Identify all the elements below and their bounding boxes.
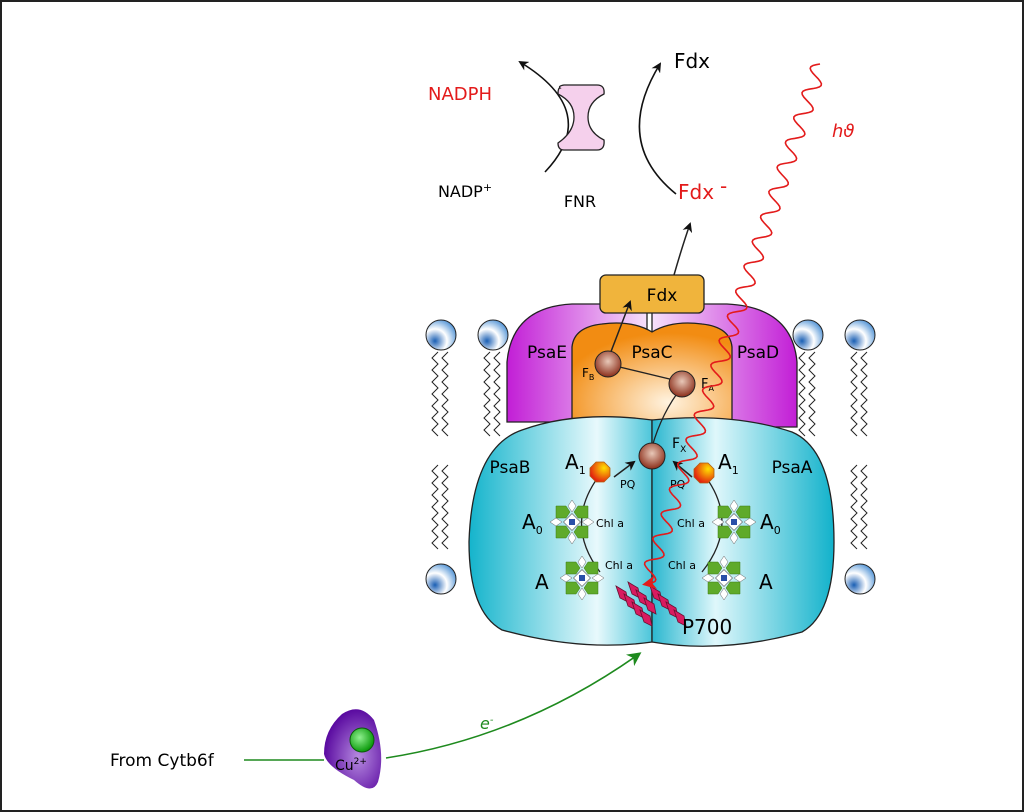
pq-left-icon [589,461,611,483]
a1-right-label: A1 [718,450,739,477]
plastocyanin-icon [324,709,382,789]
a1-left-label: A1 [565,450,586,477]
fdx-reduced-label: Fdx- [678,174,727,204]
lipid-head-icon [477,319,509,351]
p700-icon [615,581,687,627]
chl-a-left-icon [559,555,605,601]
chl-a0-right-label: Chl a [677,517,705,530]
lipid-head-icon [844,319,876,351]
chl-a0-right-icon [711,499,757,545]
fa-label: FA [701,377,714,393]
nadph-label: NADPH [428,84,492,105]
a-right-label: A [759,570,773,594]
light-photon-wave [642,63,823,590]
arrow-a1-fx-left [613,460,636,478]
chl-a0-left-icon [549,499,595,545]
psac-subunit [571,322,733,423]
fx-label: FX [672,436,686,455]
copper-label: Cu2+ [335,757,367,774]
electron-label: e- [480,714,494,733]
lipid-bilayer-right [792,319,876,595]
psad-label: PsaD [737,343,779,363]
psaa-label: PsaA [772,458,813,478]
psae-label: PsaE [527,343,567,363]
fnr-label: FNR [564,192,596,211]
chl-a-right-icon [701,555,747,601]
chl-a-right-label: Chl a [668,559,696,572]
lipid-head-icon [425,563,457,595]
arrow-a1-fx-right [672,460,693,478]
a0-right-label: A0 [760,510,781,537]
fdx-box-label: Fdx [647,286,678,306]
psac-label: PsaC [631,343,672,363]
fdx-oxidized-label: Fdx [674,49,710,73]
chl-a0-left-label: Chl a [596,517,624,530]
arrow-nadp-to-nadph [518,60,570,173]
chl-a-left-label: Chl a [605,559,633,572]
lipid-head-icon [425,319,457,351]
fb-label: FB [582,366,594,382]
pq-right-icon [693,462,715,484]
arrow-fdx-red-to-ox [638,62,677,195]
fa-cluster-icon [668,370,696,398]
arrow-fdx-release [673,222,693,276]
a0-left-label: A0 [522,510,543,537]
psab-label: PsaB [490,458,531,478]
p700-label: P700 [682,615,732,639]
light-label: hϑ [832,121,855,142]
copper-ion-icon [349,727,375,753]
pq-left-label: PQ [620,478,636,491]
nadp-label: NADP+ [438,181,492,201]
fb-cluster-icon [594,350,622,378]
lipid-bilayer-left [425,319,509,595]
fx-cluster-icon [638,442,666,470]
a-left-label: A [535,570,549,594]
lipid-head-icon [792,319,824,351]
fnr-enzyme-icon [557,84,605,151]
from-cytb6f-label: From Cytb6f [110,751,215,771]
lipid-head-icon [844,563,876,595]
electron-arrow [385,652,642,759]
